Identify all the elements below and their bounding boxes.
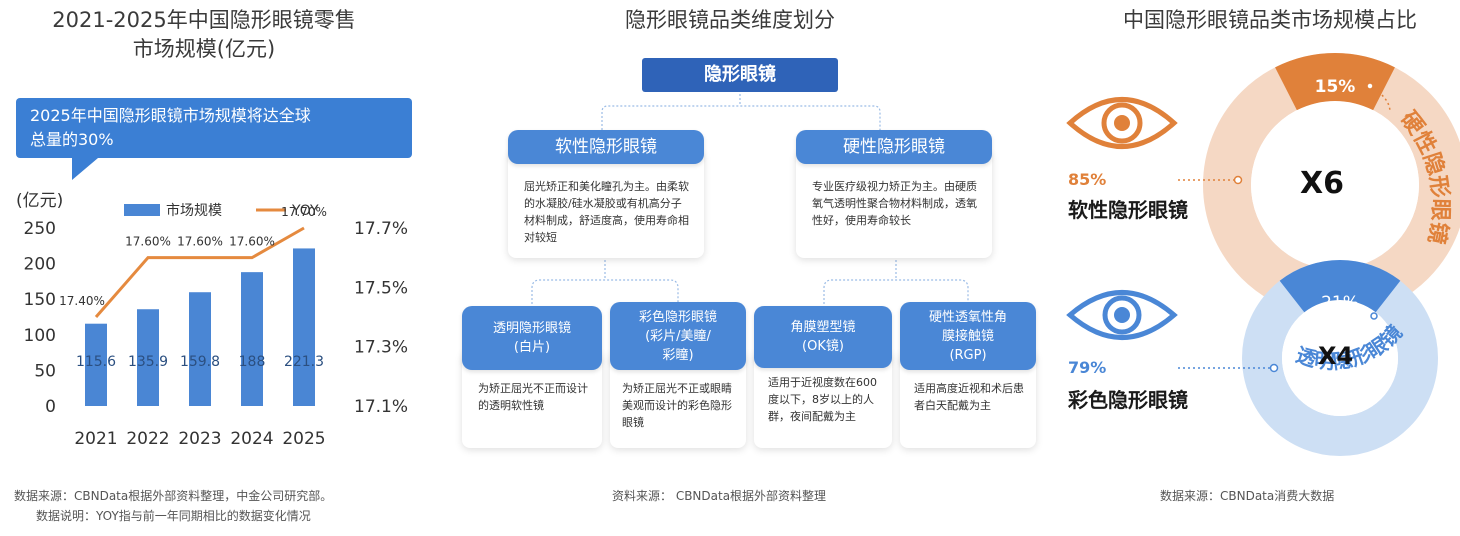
- y2-tick-label: 17.5%: [354, 278, 408, 298]
- y-axis-unit: (亿元): [16, 191, 63, 211]
- child-label-ok-1: 角膜塑型镜: [790, 320, 856, 335]
- y2-tick-label: 17.1%: [354, 397, 408, 417]
- y-tick-label: 100: [24, 326, 56, 346]
- diagram-connectors: [531, 90, 969, 308]
- y-tick-label: 0: [45, 397, 56, 417]
- child-label-clear-2: (白片): [513, 340, 551, 355]
- panel1-title-line2: 市场规模(亿元): [132, 37, 276, 61]
- panel1-source: 数据来源：CBNData根据外部资料整理，中金公司研究部。 数据说明：YOY指与…: [14, 486, 434, 526]
- soft-share-pct: 85%: [1068, 170, 1107, 189]
- soft-multiplier: X6: [1300, 166, 1345, 201]
- soft-slice-dot: [1366, 82, 1374, 90]
- color-leader-dot: [1269, 363, 1279, 373]
- callout-bubble: 2025年中国隐形眼镜市场规模将达全球 总量的30%: [16, 98, 412, 180]
- child-node-rgp: 硬性透氧性角 膜接触镜 (RGP): [900, 302, 1036, 370]
- bar-value-label: 221.3: [284, 354, 324, 370]
- child-desc-ok: 适用于近视度数在600度以下，8岁以上的人群，夜间配戴为主: [768, 376, 877, 423]
- color-inner-pct: 21%: [1321, 293, 1359, 313]
- child-label-color-3: 彩瞳): [662, 347, 694, 363]
- callout-line2: 总量的30%: [30, 130, 114, 149]
- yoy-value-label: 17.60%: [125, 235, 171, 249]
- yoy-value-label: 17.60%: [229, 235, 275, 249]
- yoy-value-label: 17.70%: [281, 205, 327, 219]
- color-share-pct: 79%: [1068, 358, 1107, 377]
- child-node-clear: 透明隐形眼镜 (白片): [462, 306, 602, 370]
- color-slice-dot: [1370, 312, 1378, 320]
- bar: [85, 323, 107, 406]
- soft-node: 软性隐形眼镜: [508, 130, 704, 164]
- child-label-color-1: 彩色隐形眼镜: [638, 309, 717, 325]
- bar-value-label: 159.8: [180, 354, 220, 370]
- callout-line1: 2025年中国隐形眼镜市场规模将达全球: [30, 106, 311, 125]
- panel1-title: 2021-2025年中国隐形眼镜零售 市场规模(亿元): [14, 6, 394, 64]
- panel2-source: 资料来源： CBNData根据外部资料整理: [612, 489, 827, 503]
- x-tick-label: 2024: [230, 429, 273, 449]
- y-tick-label: 50: [34, 361, 56, 381]
- soft-slice-leader: [1369, 85, 1391, 113]
- eye-icon-blue: [1066, 290, 1178, 340]
- y2-tick-label: 17.3%: [354, 338, 408, 358]
- market-size-chart: (亿元) 市场规模 YOY 0 50 100 150 200 250 17.1% 17.3% 17.5…: [16, 191, 408, 449]
- soft-desc: 屈光矫正和美化瞳孔为主。由柔软的水凝胶/硅水凝胶或有机高分子材料制成，舒适度高，…: [524, 180, 689, 244]
- panel3-title: 中国隐形眼镜品类市场规模占比: [1123, 8, 1417, 32]
- x-tick-label: 2022: [126, 429, 169, 449]
- legend-bar-label: 市场规模: [166, 202, 222, 219]
- bar-value-label: 115.6: [76, 354, 116, 370]
- yoy-value-label: 17.60%: [177, 235, 223, 249]
- child-label-rgp-1: 硬性透氧性角: [928, 309, 1007, 325]
- y-tick-label: 150: [24, 290, 56, 310]
- color-donut-center: [1282, 300, 1398, 416]
- child-label-ok-2: (OK镜): [802, 339, 844, 354]
- panel1-source-line1: 数据来源：CBNData根据外部资料整理，中金公司研究部。: [14, 489, 333, 503]
- hard-card: 专业医疗级视力矫正为主。由硬质氧气透明性聚合物材料制成，透氧性好，使用寿命较长: [796, 150, 992, 258]
- hard-desc: 专业医疗级视力矫正为主。由硬质氧气透明性聚合物材料制成，透氧性好，使用寿命较长: [812, 180, 977, 227]
- bar: [137, 309, 159, 406]
- panel1-source-line2: 数据说明：YOY指与前一年同期相比的数据变化情况: [36, 509, 311, 523]
- child-label-clear-1: 透明隐形眼镜: [492, 321, 571, 336]
- panel3-source: 数据来源：CBNData消费大数据: [1160, 489, 1335, 503]
- callout-tail: [72, 158, 98, 180]
- soft-share-label: 软性隐形眼镜: [1068, 198, 1188, 222]
- bar: [241, 272, 263, 406]
- bar-value-label: 188: [239, 354, 266, 370]
- legend-line-label: YOY: [291, 203, 319, 219]
- y-tick-label: 200: [24, 255, 56, 275]
- legend-bar-swatch: [124, 204, 160, 216]
- x-tick-label: 2023: [178, 429, 221, 449]
- soft-leader-dot: [1233, 175, 1243, 185]
- panel1-title-line1: 2021-2025年中国隐形眼镜零售: [52, 8, 356, 32]
- yoy-value-label: 17.40%: [59, 294, 105, 308]
- child-desc-clear: 为矫正屈光不正而设计的透明软性镜: [478, 382, 588, 412]
- soft-donut-center: [1251, 101, 1419, 269]
- x-tick-label: 2021: [74, 429, 117, 449]
- bar: [293, 248, 315, 406]
- soft-inner-pct: 15%: [1315, 77, 1356, 97]
- eye-icon-orange: [1066, 97, 1178, 149]
- hard-node: 硬性隐形眼镜: [796, 130, 992, 164]
- soft-inner-slice: [1275, 52, 1395, 111]
- soft-card: 屈光矫正和美化瞳孔为主。由柔软的水凝胶/硅水凝胶或有机高分子材料制成，舒适度高，…: [508, 150, 704, 258]
- child-desc-rgp: 适用高度近视和术后患者白天配戴为主: [914, 382, 1024, 412]
- callout-box: 2025年中国隐形眼镜市场规模将达全球 总量的30%: [16, 98, 412, 158]
- bar-value-label: 135.9: [128, 354, 168, 370]
- child-label-color-2: (彩片/美瞳/: [645, 328, 711, 344]
- y2-tick-label: 17.7%: [354, 219, 408, 239]
- child-label-rgp-2: 膜接触镜: [941, 328, 994, 344]
- bar: [189, 292, 211, 406]
- child-node-color: 彩色隐形眼镜 (彩片/美瞳/ 彩瞳): [610, 302, 746, 370]
- child-desc-color: 为矫正屈光不正或眼睛美观而设计的彩色隐形眼镜: [622, 382, 732, 429]
- child-label-rgp-3: (RGP): [949, 347, 987, 363]
- yoy-line: [94, 226, 305, 318]
- color-share-label: 彩色隐形眼镜: [1068, 388, 1188, 412]
- child-node-ok: 角膜塑型镜 (OK镜): [754, 306, 892, 368]
- color-multiplier: X4: [1318, 342, 1354, 370]
- panel2-title: 隐形眼镜品类维度划分: [625, 8, 835, 32]
- color-inner-slice: [1279, 260, 1401, 313]
- y-tick-label: 250: [24, 219, 56, 239]
- x-tick-label: 2025: [282, 429, 325, 449]
- root-node: 隐形眼镜: [642, 58, 838, 92]
